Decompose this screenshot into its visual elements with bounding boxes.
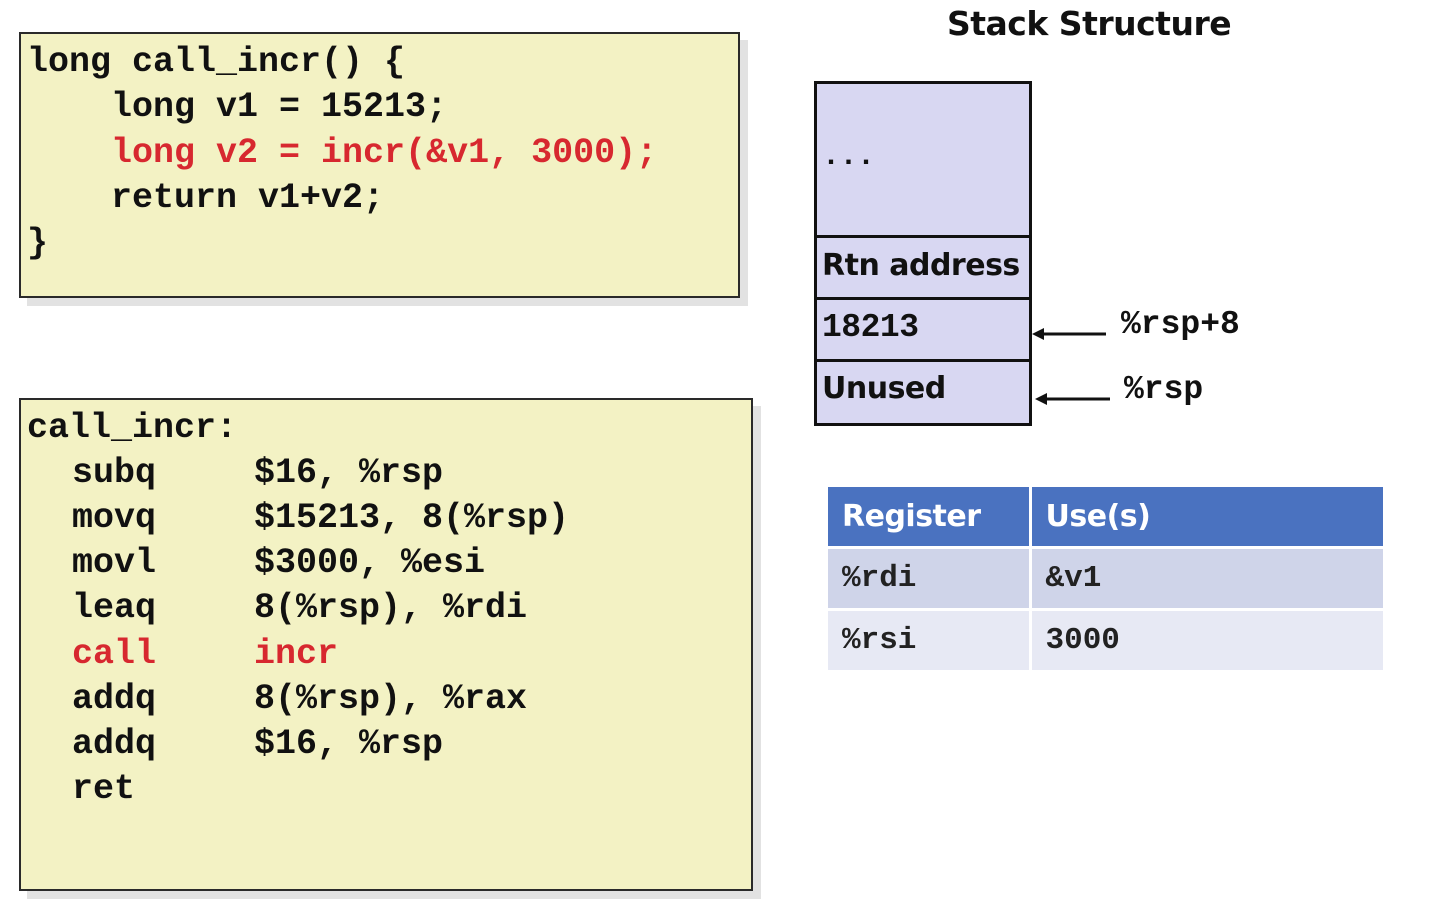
asm-args: 8(%rsp), %rdi [254, 588, 528, 628]
asm-args: $3000, %esi [254, 543, 486, 583]
asm-op: movq [72, 498, 157, 538]
table-cell: %rdi [828, 547, 1032, 611]
asm-label: call_incr: [27, 408, 238, 448]
asm-code-box: call_incr: subq $16, %rsp movq $15213, 8… [19, 398, 753, 891]
stack-cell: 18213 [817, 297, 1029, 362]
stack-cell: Rtn address [817, 235, 1029, 300]
asm-op: movl [72, 543, 157, 583]
stack-cell: ... [817, 84, 1029, 238]
asm-op-highlighted: call [72, 634, 157, 674]
register-table: Register Use(s) %rdi &v1 %rsi 3000 [828, 487, 1383, 673]
asm-args: $16, %rsp [254, 453, 444, 493]
table-row: %rsi 3000 [828, 609, 1383, 673]
asm-args: 8(%rsp), %rax [254, 679, 528, 719]
asm-args: $15213, 8(%rsp) [254, 498, 570, 538]
code-line: long v1 = 15213; [27, 87, 448, 127]
stack-cell-label: Unused [822, 371, 946, 406]
column-header: Register [828, 487, 1032, 549]
table-cell: %rsi [828, 609, 1032, 673]
asm-op: ret [72, 769, 136, 809]
stack-cell: Unused [817, 359, 1029, 423]
code-line: } [27, 223, 49, 263]
stack-cell-value: 18213 [822, 309, 919, 346]
pointer-arrows [1032, 328, 1110, 405]
stack-cell-label: Rtn address [822, 248, 1020, 283]
asm-op: addq [72, 724, 157, 764]
asm-op: leaq [72, 588, 157, 628]
asm-op: addq [72, 679, 157, 719]
asm-args-highlighted: incr [254, 634, 339, 674]
table-cell: &v1 [1030, 547, 1383, 611]
c-code-box: long call_incr() { long v1 = 15213; long… [19, 32, 740, 298]
pointer-label-rsp: %rsp [1124, 371, 1204, 408]
table-row: %rdi &v1 [828, 547, 1383, 611]
asm-op: subq [72, 453, 157, 493]
stack-diagram: ... Rtn address 18213 Unused [814, 81, 1032, 426]
code-line-highlighted: long v2 = incr(&v1, 3000); [27, 133, 658, 173]
stack-cell-label: ... [822, 140, 875, 174]
arrow-icon [1035, 393, 1110, 405]
table-header-row: Register Use(s) [828, 487, 1383, 549]
asm-args: $16, %rsp [254, 724, 444, 764]
code-line: long call_incr() { [27, 42, 406, 82]
arrow-icon [1032, 328, 1106, 340]
table-cell: 3000 [1030, 609, 1383, 673]
code-line: return v1+v2; [27, 178, 385, 218]
stack-title: Stack Structure [947, 4, 1232, 43]
column-header: Use(s) [1030, 487, 1383, 549]
pointer-label-rsp-plus-8: %rsp+8 [1121, 306, 1240, 343]
